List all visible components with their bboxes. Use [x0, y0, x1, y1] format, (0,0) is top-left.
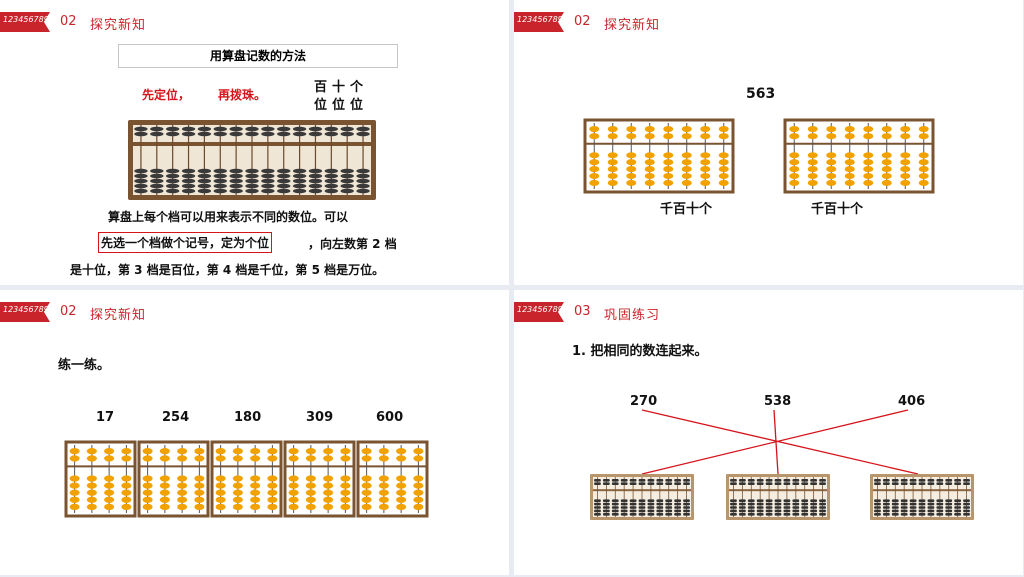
section-number: 02: [60, 304, 77, 319]
place-label-tens: 十: [332, 80, 346, 95]
practice-abacus-4: [283, 440, 356, 518]
place-label-ones: 个: [350, 80, 364, 95]
bead-abacus-left: [583, 118, 735, 194]
badge-ribbon-icon: [514, 302, 564, 322]
badge-ribbon-icon: [514, 12, 564, 32]
practice-abacus-2: [137, 440, 210, 518]
section-title: 探究新知: [604, 18, 661, 33]
practice-number-600: 600: [376, 410, 404, 425]
place-label-hundreds: 百: [314, 80, 328, 95]
badge-ribbon-icon: [0, 302, 50, 322]
practice-prompt: 练一练。: [58, 358, 111, 373]
practice-abacus-1: [64, 440, 137, 518]
match-number-270[interactable]: 270: [630, 394, 658, 409]
practice-number-180: 180: [234, 410, 262, 425]
practice-number-254: 254: [162, 410, 190, 425]
step-move-beads: 再拨珠。: [218, 88, 267, 102]
slide-3[interactable]: 123456789 02 探究新知 练一练。 17 254 180 309 60…: [0, 290, 509, 575]
slide-2[interactable]: 123456789 02 探究新知 563 千百十个 千百十个: [514, 0, 1023, 285]
match-number-406[interactable]: 406: [898, 394, 926, 409]
small-abacus-1[interactable]: [590, 474, 694, 520]
description-line-1: 算盘上每个档可以用来表示不同的数位。可以: [108, 210, 349, 224]
small-abacus-2[interactable]: [726, 474, 830, 520]
abacus-place-labels-right: 千百十个: [811, 202, 864, 217]
section-number: 02: [60, 14, 77, 29]
match-line-406: [641, 409, 909, 475]
badge-ribbon-icon: [0, 12, 50, 32]
big-abacus-image: [128, 120, 376, 200]
section-title: 巩固练习: [604, 308, 661, 323]
slide-4[interactable]: 123456789 03 巩固练习 1. 把相同的数连起来。 270 538 4…: [514, 290, 1023, 575]
badge-text: 123456789: [517, 305, 563, 314]
section-title: 探究新知: [90, 308, 147, 323]
match-number-538[interactable]: 538: [764, 394, 792, 409]
badge-text: 123456789: [3, 305, 49, 314]
small-abacus-3[interactable]: [870, 474, 974, 520]
description-line-3: 是十位，第 3 档是百位，第 4 档是千位，第 5 档是万位。: [70, 263, 385, 277]
match-line-270: [641, 409, 919, 475]
section-number: 02: [574, 14, 591, 29]
practice-number-17: 17: [96, 410, 115, 425]
section-title: 探究新知: [90, 18, 147, 33]
description-line-2-rest: ，向左数第 2 档: [308, 237, 397, 251]
lesson-heading: 用算盘记数的方法: [118, 44, 398, 68]
description-highlight: 先选一个档做个记号，定为个位: [98, 232, 273, 253]
practice-number-309: 309: [306, 410, 334, 425]
step-locate: 先定位，: [142, 88, 191, 102]
target-number: 563: [746, 86, 776, 102]
practice-abacus-5: [356, 440, 429, 518]
match-lines: [641, 409, 919, 475]
badge-text: 123456789: [517, 15, 563, 24]
bead-abacus-right: [783, 118, 935, 194]
exercise-question: 1. 把相同的数连起来。: [572, 344, 708, 359]
place-label-wei-1: 位: [314, 98, 328, 113]
abacus-place-labels-left: 千百十个: [660, 202, 713, 217]
place-label-wei-3: 位: [350, 98, 364, 113]
section-number: 03: [574, 304, 591, 319]
practice-abacus-3: [210, 440, 283, 518]
badge-text: 123456789: [3, 15, 49, 24]
place-label-wei-2: 位: [332, 98, 346, 113]
slide-1[interactable]: 123456789 02 探究新知 用算盘记数的方法 先定位， 再拨珠。 百 十…: [0, 0, 509, 285]
